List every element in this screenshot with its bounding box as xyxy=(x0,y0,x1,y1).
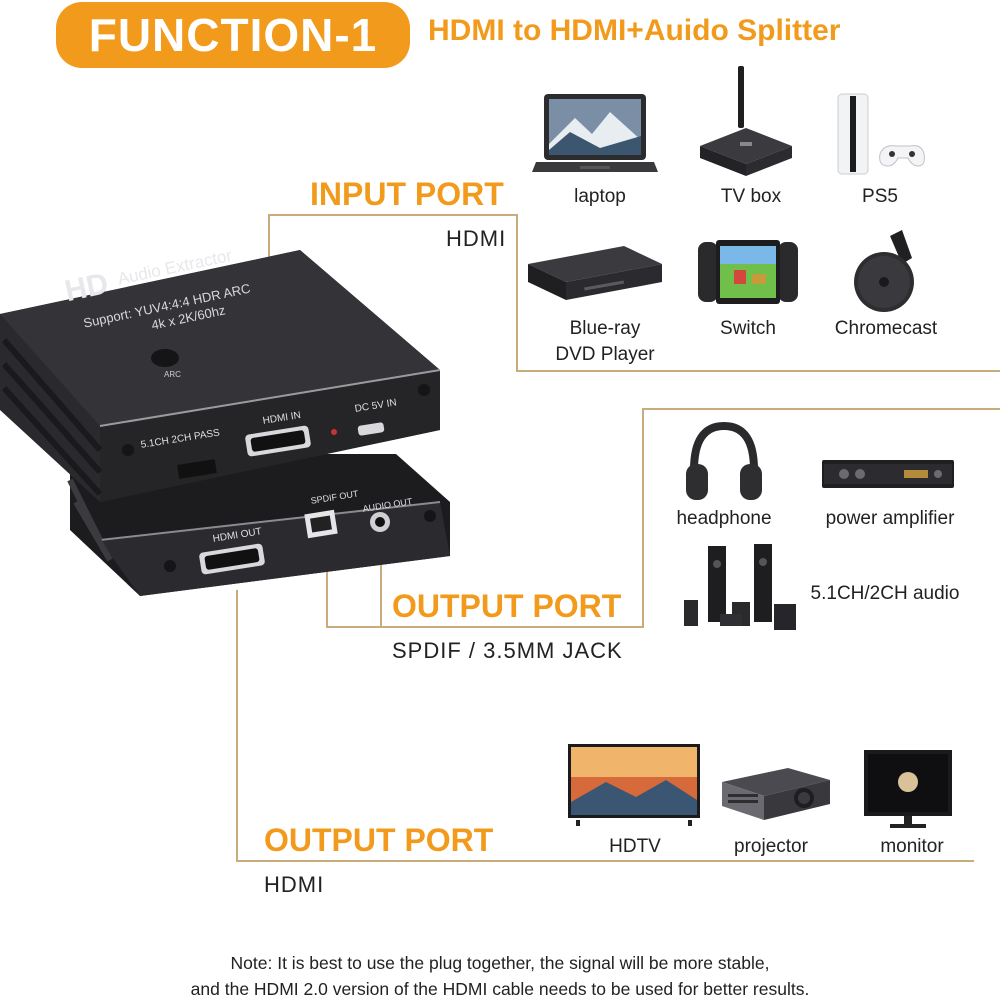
speaker-system-icon xyxy=(680,540,804,632)
audio-connector-v xyxy=(642,408,644,628)
ps5-icon xyxy=(836,92,926,178)
hdtv-icon xyxy=(566,742,702,828)
page-subtitle: HDMI to HDMI+Auido Splitter xyxy=(428,14,841,47)
monitor-icon xyxy=(862,748,954,832)
device-label-monitor: monitor xyxy=(880,836,944,857)
device-label-chromecast: Chromecast xyxy=(834,318,938,339)
audio-output-port-sub: SPDIF / 3.5MM JACK xyxy=(392,638,623,663)
device-label-switch: Switch xyxy=(720,318,776,339)
device-label-hdtv: HDTV xyxy=(609,836,661,857)
hdmi-output-port-title: OUTPUT PORT xyxy=(264,822,494,858)
input-port-title: INPUT PORT xyxy=(310,176,504,212)
hdmi-output-port-sub: HDMI xyxy=(264,872,325,897)
function-badge: FUNCTION-1 xyxy=(56,2,410,68)
power-amplifier-icon xyxy=(820,456,956,492)
footer-note: Note: It is best to use the plug togethe… xyxy=(0,950,1000,1002)
input-port-sub: HDMI xyxy=(446,226,507,251)
device-label-power-amplifier: power amplifier xyxy=(825,508,955,529)
spdif-connector-v xyxy=(326,556,328,628)
projector-icon xyxy=(718,760,834,826)
device-label-bluray: Blue-ray DVD Player xyxy=(555,318,655,365)
jack-connector-v xyxy=(380,556,382,626)
note-line-1: Note: It is best to use the plug togethe… xyxy=(230,953,770,973)
hdmi-out-connector-v xyxy=(236,590,238,862)
device-label-projector: projector xyxy=(734,836,808,857)
input-connector-v-left xyxy=(268,214,270,264)
input-connector-v-right xyxy=(516,214,518,372)
switch-icon xyxy=(696,236,800,312)
device-label-headphone: headphone xyxy=(676,508,772,529)
note-line-2: and the HDMI 2.0 version of the HDMI cab… xyxy=(190,979,810,999)
laptop-icon xyxy=(530,92,660,178)
input-connector-bottom xyxy=(516,370,1000,372)
bluray-player-icon xyxy=(524,240,664,312)
device-label-ps5: PS5 xyxy=(862,186,898,207)
audio-output-port-title: OUTPUT PORT xyxy=(392,588,622,624)
chromecast-icon xyxy=(846,228,930,314)
tv-box-icon xyxy=(696,64,796,180)
audio-connector-bottom xyxy=(326,626,644,628)
device-label-speakers: 5.1CH/2CH audio xyxy=(810,583,960,604)
arc-label: ARC xyxy=(164,370,181,379)
device-label-tv-box: TV box xyxy=(720,186,782,207)
headphone-icon xyxy=(684,420,764,506)
audio-extractor-device xyxy=(0,240,456,610)
device-label-laptop: laptop xyxy=(574,186,626,207)
hdmi-out-connector-bottom xyxy=(236,860,974,862)
audio-connector-top xyxy=(642,408,1000,410)
input-connector-h xyxy=(268,214,518,216)
